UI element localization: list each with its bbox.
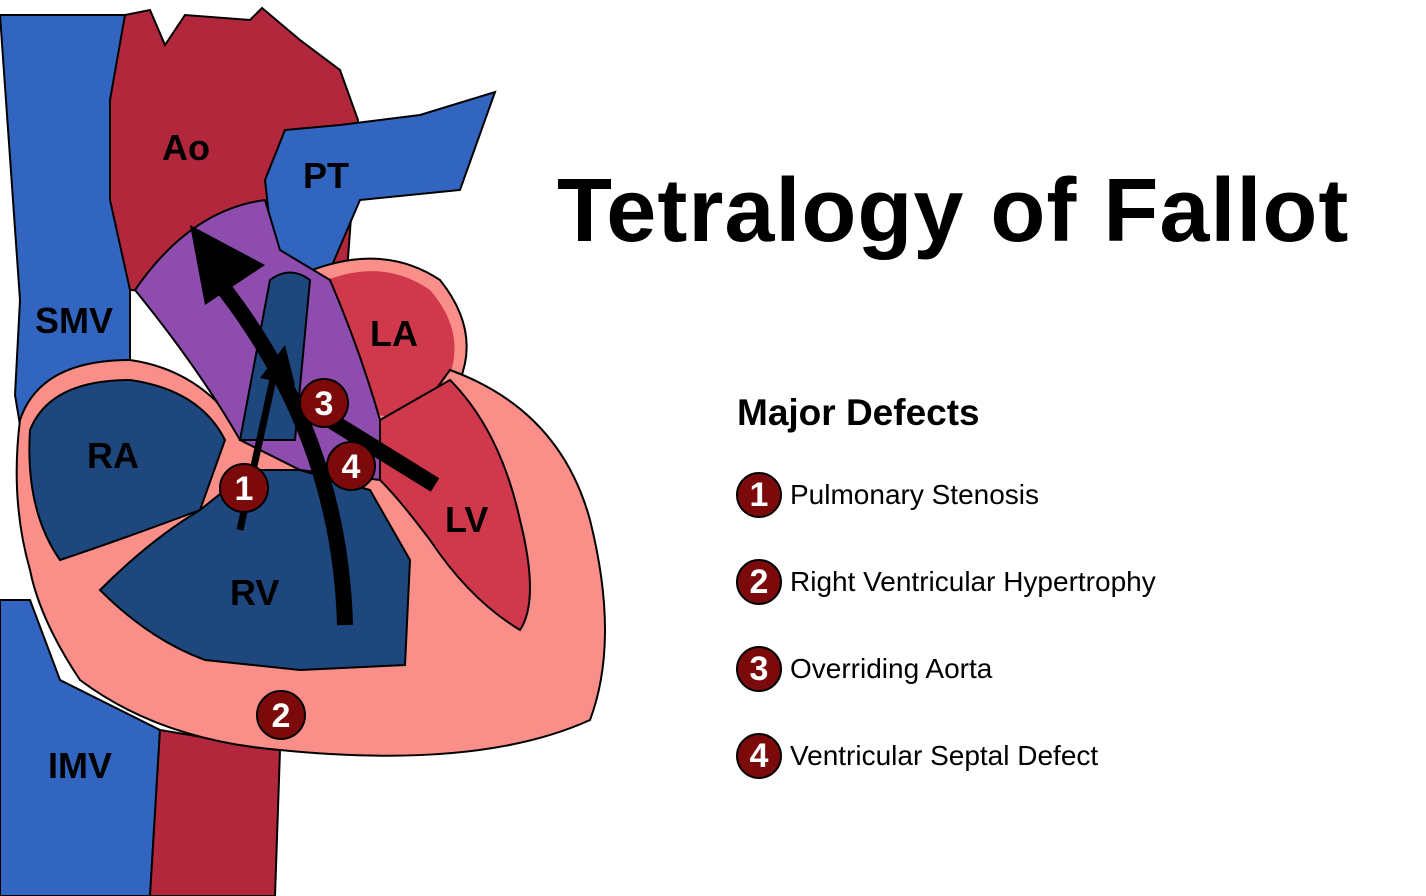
legend-badge: 1 bbox=[736, 472, 782, 518]
label-ao: Ao bbox=[162, 127, 210, 168]
label-pt: PT bbox=[303, 155, 349, 196]
svg-text:1: 1 bbox=[235, 470, 254, 508]
legend-badge: 4 bbox=[736, 733, 782, 779]
legend-item: 4 Ventricular Septal Defect bbox=[736, 731, 1098, 781]
arrow-head-pulmonary bbox=[260, 345, 295, 385]
label-la: LA bbox=[370, 313, 418, 354]
label-rv: RV bbox=[230, 572, 279, 613]
label-lv: LV bbox=[445, 499, 488, 540]
arrow-flow-lv bbox=[325, 413, 440, 492]
svg-text:4: 4 bbox=[342, 448, 361, 486]
legend-item: 1 Pulmonary Stenosis bbox=[736, 470, 1039, 520]
legend-label: Right Ventricular Hypertrophy bbox=[790, 566, 1156, 597]
legend-badge: 2 bbox=[736, 559, 782, 605]
legend-label: Overriding Aorta bbox=[790, 653, 993, 684]
legend-label: Pulmonary Stenosis bbox=[790, 479, 1040, 510]
svg-text:3: 3 bbox=[315, 385, 334, 423]
marker-3: 3 bbox=[299, 378, 349, 428]
arrow-head-aorta bbox=[190, 225, 265, 305]
left-ventricle bbox=[379, 378, 531, 632]
descending-aorta bbox=[148, 728, 282, 896]
heart-diagram: Ao PT SMV LA RA LV RV IMV 1 2 3 4 bbox=[0, 6, 606, 896]
legend-item: 2 Right Ventricular Hypertrophy bbox=[736, 557, 1156, 607]
legend-item: 3 Overriding Aorta bbox=[736, 644, 992, 694]
page-title: Tetralogy of Fallot bbox=[557, 161, 1350, 261]
svg-text:2: 2 bbox=[272, 697, 291, 735]
legend-label: Ventricular Septal Defect bbox=[790, 740, 1099, 771]
label-smv: SMV bbox=[35, 300, 113, 341]
marker-4: 4 bbox=[326, 441, 376, 491]
label-ra: RA bbox=[87, 435, 139, 476]
marker-1: 1 bbox=[219, 463, 269, 513]
legend-heading: Major Defects bbox=[737, 392, 980, 433]
marker-2: 2 bbox=[256, 690, 306, 740]
arrow-flow-aorta bbox=[218, 285, 353, 626]
label-imv: IMV bbox=[48, 745, 112, 786]
legend-badge: 3 bbox=[736, 646, 782, 692]
inferior-vena-cava bbox=[0, 599, 162, 896]
